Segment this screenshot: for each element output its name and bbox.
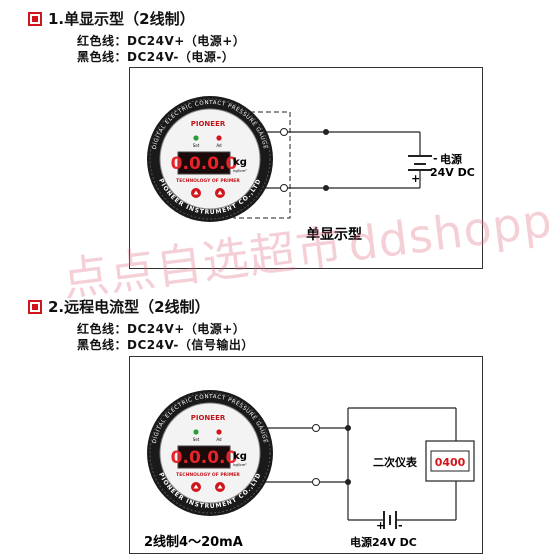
- section2-black-wire: 黑色线：DC24V-（信号输出）: [77, 338, 254, 352]
- up-arrow-icon: [193, 484, 199, 489]
- terminal-box: [233, 111, 291, 219]
- gauge2-unit: kg: [233, 451, 247, 462]
- section1-red-wire: 红色线：DC24V+（电源+）: [77, 34, 246, 48]
- secondary-reading: 0400: [435, 456, 466, 469]
- supply-label: 电源: [440, 152, 462, 166]
- section1-header: 1.单显示型（2线制）: [28, 8, 195, 29]
- section1-diagram: - + 电源 24V DC 单显示型 DIGITAL ELECTRIC CONT…: [129, 67, 483, 269]
- gauge1-reading: 0.0.0.0: [171, 154, 238, 174]
- supply2-plus: +: [376, 519, 385, 532]
- secondary-instrument: 0400: [425, 440, 475, 482]
- gauge1-ad-led: [216, 135, 222, 141]
- gauge1-techno: TECHNOLOGY OF PRIMER: [176, 178, 240, 184]
- terminal-top: [280, 128, 288, 136]
- section1-wires: [265, 131, 432, 189]
- section1-black-wire: 黑色线：DC24V-（电源-）: [77, 50, 235, 64]
- gauge1-led-ad-label: Ad: [216, 143, 222, 148]
- square-bullet-icon: [28, 11, 42, 26]
- gauge1-led-set-label: Set: [193, 143, 200, 148]
- mode2-label: 2线制4～20mA: [144, 534, 243, 550]
- gauge2-reading: 0.0.0.0: [171, 448, 238, 468]
- supply2-label: 电源24V DC: [350, 535, 417, 549]
- gauge1-unit-sub: kgf/cm²: [233, 169, 247, 173]
- gauge2-unit-sub: kgf/cm²: [233, 463, 247, 467]
- gauge2-set-led: [193, 429, 199, 435]
- gauge2-ad-led: [216, 429, 222, 435]
- gauge2-led-set-label: Set: [193, 437, 200, 442]
- gauge2-techno: TECHNOLOGY OF PRIMER: [176, 472, 240, 478]
- section2-diagram: 0400 二次仪表 + - 电源24V DC 2线制4～20mA DIGITAL…: [129, 356, 483, 554]
- gauge2-brand: PIONEER: [191, 414, 226, 422]
- supply-voltage: 24V DC: [430, 166, 475, 179]
- supply-plus: +: [411, 172, 420, 185]
- section2-red-wire: 红色线：DC24V+（电源+）: [77, 322, 246, 336]
- secondary-label: 二次仪表: [373, 455, 418, 469]
- pressure-gauge-1: DIGITAL ELECTRIC CONTACT PRESSURE GAUGE …: [147, 96, 273, 222]
- up-arrow-icon: [217, 190, 223, 195]
- up-arrow-icon: [217, 484, 223, 489]
- gauge2-led-ad-label: Ad: [216, 437, 222, 442]
- mode-label: 单显示型: [306, 226, 362, 243]
- gauge1-unit: kg: [233, 157, 247, 168]
- pressure-gauge-2: DIGITAL ELECTRIC CONTACT PRESSURE GAUGE …: [147, 390, 273, 516]
- junction2-bottom: [345, 479, 351, 485]
- terminal2-top: [312, 424, 320, 432]
- gauge1-set-led: [193, 135, 199, 141]
- junction-bottom: [323, 185, 329, 191]
- section2-title: 2.远程电流型（2线制）: [48, 298, 210, 316]
- terminal-bottom: [280, 184, 288, 192]
- section2-header: 2.远程电流型（2线制）: [28, 296, 210, 317]
- junction-top: [323, 129, 329, 135]
- square-bullet-icon: [28, 299, 42, 314]
- terminal2-bottom: [312, 478, 320, 486]
- up-arrow-icon: [193, 190, 199, 195]
- supply2-minus: -: [398, 519, 403, 532]
- supply-minus: -: [433, 152, 438, 165]
- section1-title: 1.单显示型（2线制）: [48, 10, 195, 28]
- junction2-top: [345, 425, 351, 431]
- gauge1-brand: PIONEER: [191, 120, 226, 128]
